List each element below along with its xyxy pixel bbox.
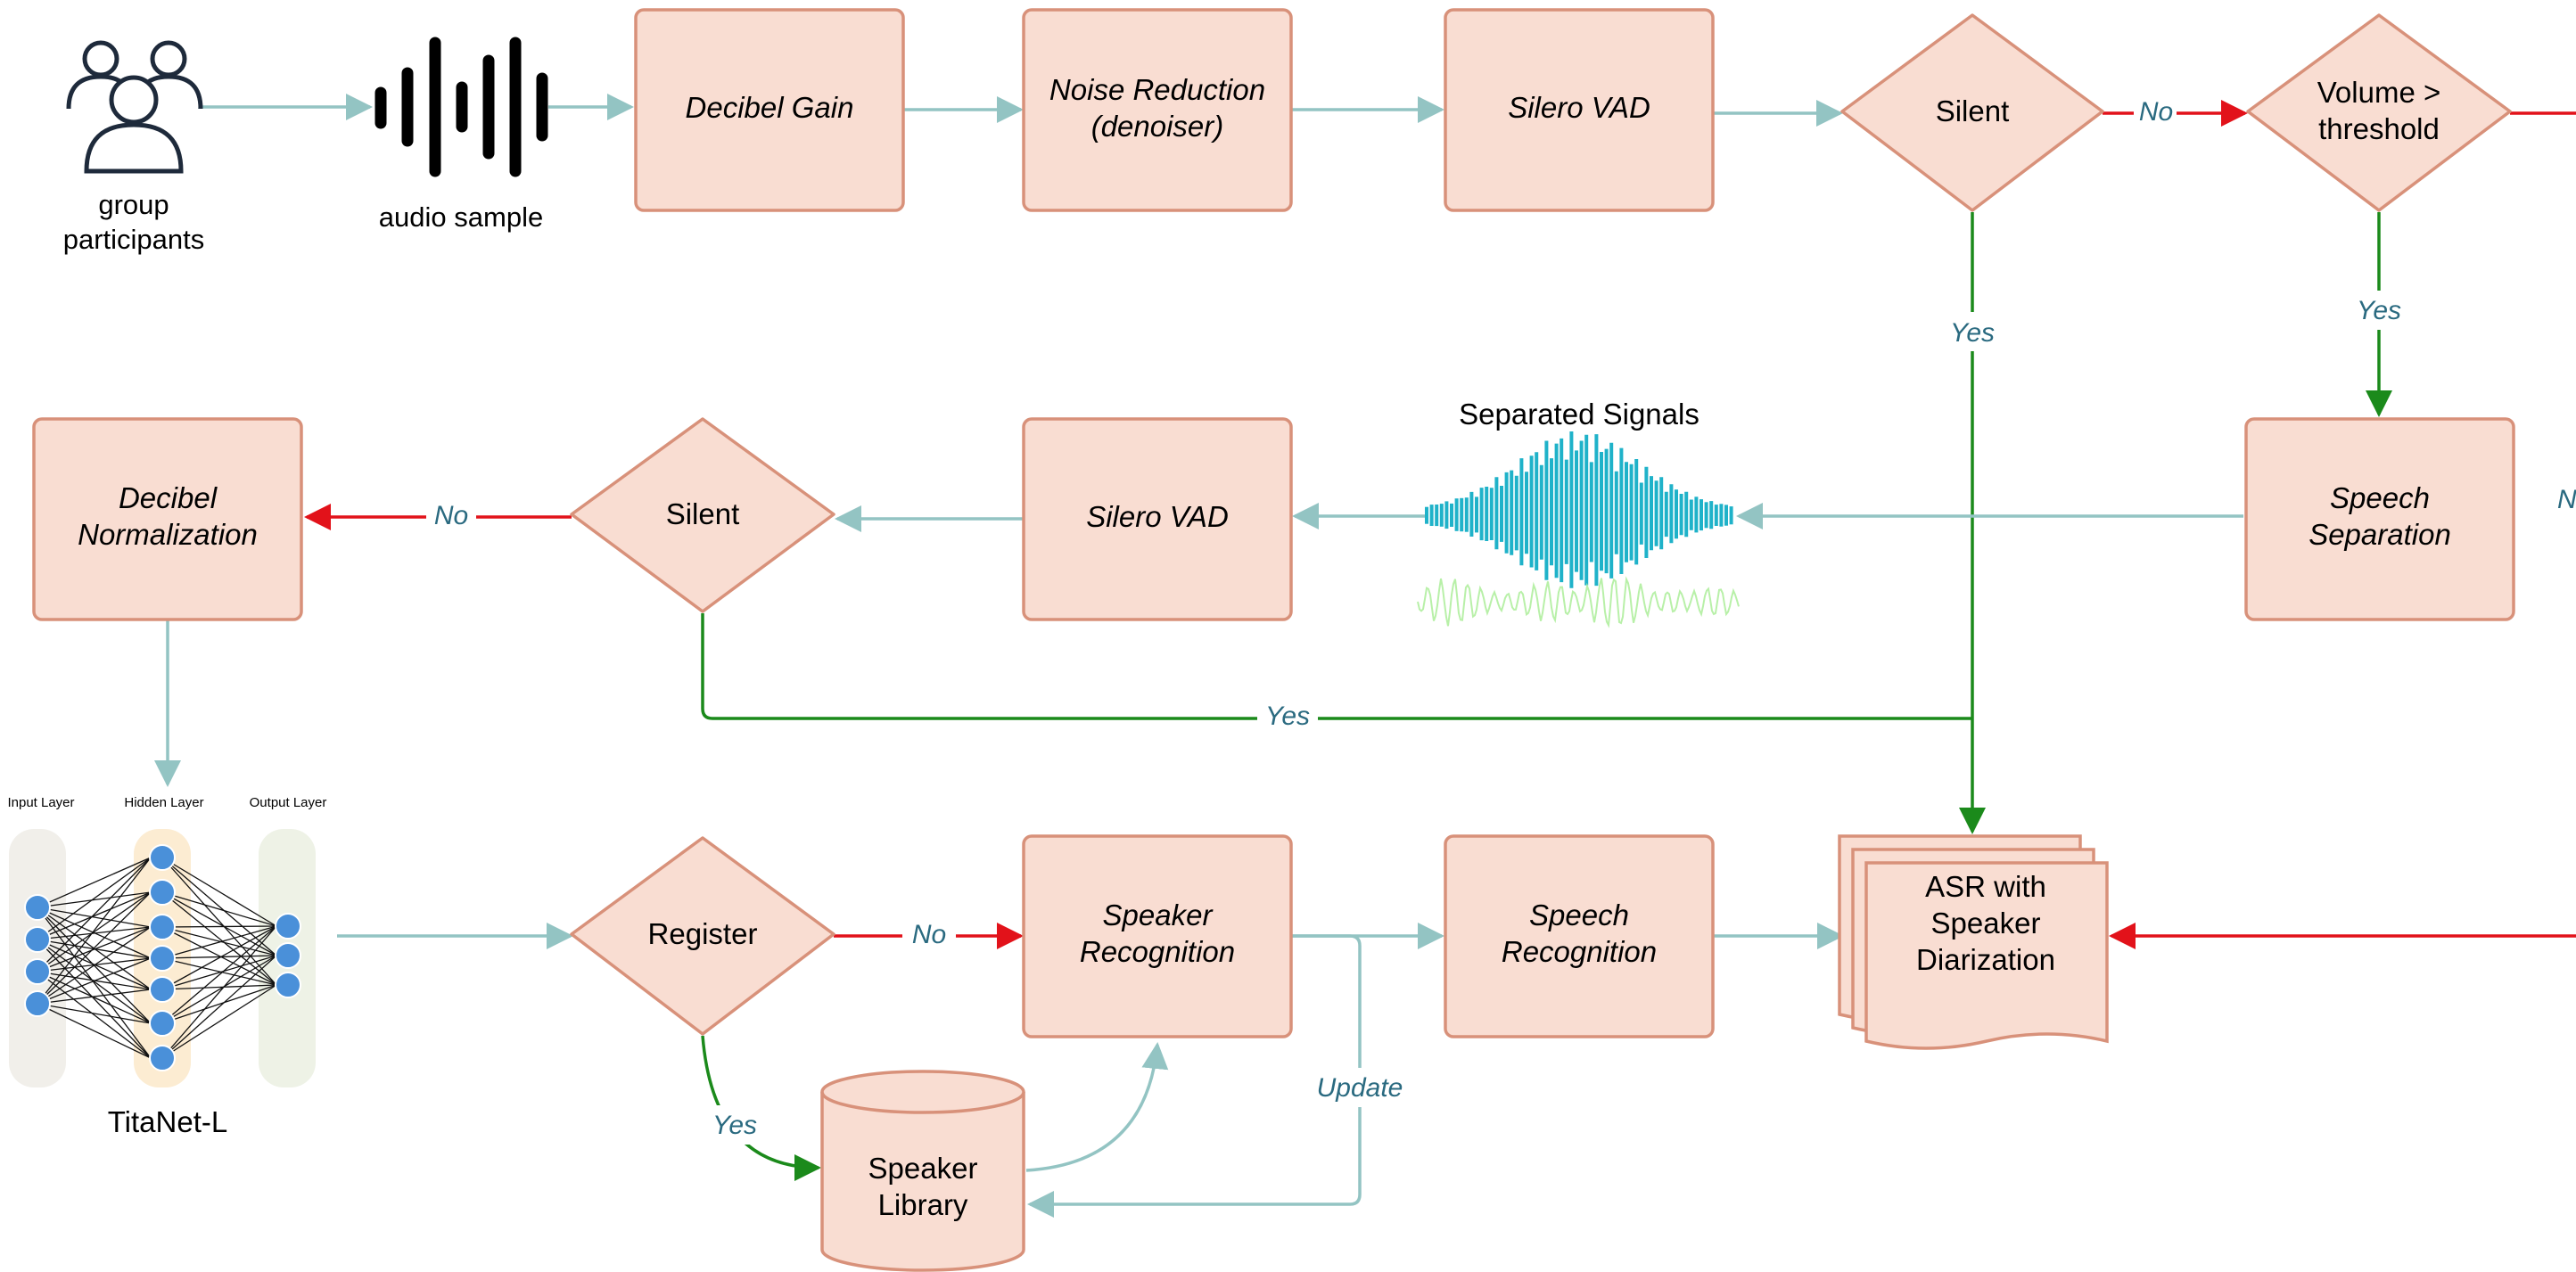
- speaker-library-cylinder: [820, 1070, 1025, 1272]
- silent-top-diamond: [1840, 13, 2104, 212]
- edge-library-speaker: [1025, 1042, 1169, 1172]
- silero-vad-top-box: [1444, 8, 1715, 212]
- edge-silent-mid-yes: [701, 613, 1972, 720]
- noise-reduction-label-line2: (denoiser): [1091, 110, 1224, 143]
- speech-separation-box: [2244, 417, 2515, 621]
- decision-diamonds: [570, 13, 2512, 1036]
- volume-threshold-label-line1: Volume >: [2317, 76, 2441, 109]
- volume-threshold-label-line2: threshold: [2318, 112, 2440, 145]
- speech-separation-label-line2: Separation: [2309, 518, 2451, 551]
- speech-separation-label-line1: Speech: [2330, 481, 2430, 514]
- noise-reduction-label-line1: Noise Reduction: [1049, 73, 1265, 106]
- speech-recognition-label-line2: Recognition: [1502, 935, 1657, 968]
- speaker-recognition-label-line2: Recognition: [1080, 935, 1235, 968]
- silero-vad-mid-label: Silero VAD: [1086, 500, 1229, 533]
- edge-label-no-silent-mid: No: [434, 501, 468, 530]
- edge-register-library-yes: [701, 1035, 821, 1181]
- silero-vad-mid-box: [1022, 417, 1293, 621]
- register-diamond: [570, 836, 835, 1036]
- silero-vad-top-label: Silero VAD: [1508, 91, 1650, 124]
- edge-labels: No Yes Yes N No Yes No Yes Update: [426, 94, 2576, 1145]
- edge-label-yes-silent-mid: Yes: [1265, 702, 1310, 731]
- speaker-recognition-label-line1: Speaker: [1103, 899, 1214, 931]
- titanet-label: TitaNet-L: [108, 1105, 227, 1138]
- edge-label-yes-register: Yes: [712, 1111, 757, 1140]
- group-participants-icon: [66, 40, 203, 174]
- asr-label-line1: ASR with: [1925, 870, 2046, 903]
- decibel-normalization-label-line2: Normalization: [78, 518, 258, 551]
- neural-network-icon: [9, 829, 316, 1087]
- speech-recognition-box: [1444, 834, 1715, 1038]
- speaker-recognition-box: [1022, 834, 1293, 1038]
- register-label: Register: [648, 917, 758, 950]
- edge-label-no-volume: N: [2557, 485, 2576, 514]
- speaker-library-label-line1: Speaker: [868, 1152, 978, 1185]
- edge-label-yes-silent-top: Yes: [1950, 318, 1995, 348]
- edge-label-no-register: No: [912, 920, 946, 949]
- speech-recognition-label-line1: Speech: [1529, 899, 1629, 931]
- silent-mid-label: Silent: [666, 497, 740, 530]
- edges: [154, 94, 2576, 1218]
- silent-top-label: Silent: [1936, 94, 2010, 127]
- decibel-gain-box: [634, 8, 905, 212]
- separated-signals-label: Separated Signals: [1459, 398, 1700, 431]
- edge-label-update: Update: [1317, 1073, 1403, 1103]
- edge-label-no-silent-top: No: [2139, 97, 2173, 127]
- silent-mid-diamond: [570, 417, 835, 613]
- hidden-layer-label: Hidden Layer: [124, 795, 203, 810]
- decibel-normalization-label-line1: Decibel: [119, 481, 218, 514]
- volume-threshold-diamond: [2246, 13, 2512, 212]
- process-boxes: [32, 8, 2515, 1038]
- separated-signal-green-waveform: [1417, 576, 1740, 628]
- decibel-gain-label: Decibel Gain: [686, 91, 854, 124]
- asr-label-line2: Speaker: [1931, 907, 2041, 940]
- output-layer-label: Output Layer: [250, 795, 327, 810]
- audio-waveform-icon: [374, 37, 548, 177]
- participants-label-line2: participants: [63, 224, 205, 255]
- edge-volume-asr-no: [2111, 111, 2576, 936]
- edge-label-yes-volume: Yes: [2357, 296, 2401, 325]
- asr-document-stack: [1838, 834, 2109, 1050]
- participants-label-line1: group: [98, 189, 169, 220]
- asr-label-line3: Diarization: [1916, 943, 2055, 976]
- input-layer-label: Input Layer: [7, 795, 74, 810]
- audio-sample-label: audio sample: [379, 201, 543, 233]
- separated-signal-blue-waveform: [1425, 431, 1733, 588]
- decibel-normalization-box: [32, 417, 303, 621]
- speaker-library-label-line2: Library: [878, 1188, 968, 1221]
- noise-reduction-box: [1022, 8, 1293, 212]
